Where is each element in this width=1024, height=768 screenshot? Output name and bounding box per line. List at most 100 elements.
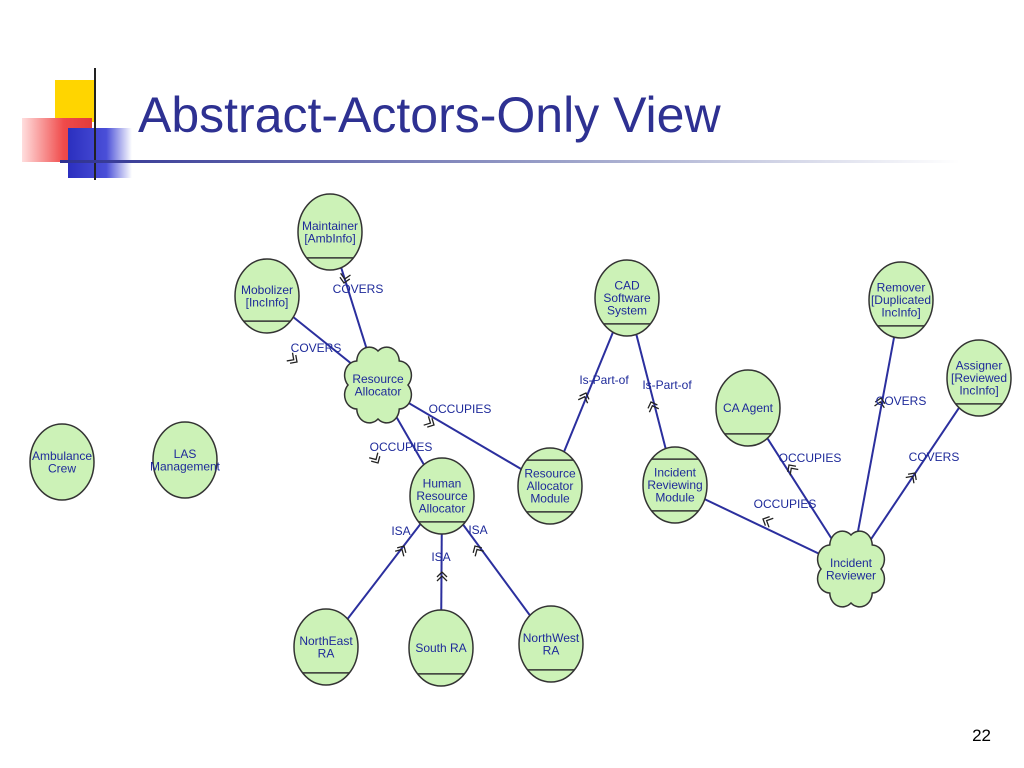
agent-cloud-shape	[816, 530, 886, 608]
node-label: Maintainer	[302, 219, 358, 233]
edge-label: COVERS	[909, 450, 960, 464]
actor-circle-shape	[642, 446, 708, 524]
edge-label: COVERS	[333, 282, 384, 296]
edge-label: COVERS	[876, 394, 927, 408]
actor-circle-shape	[297, 193, 363, 271]
node-label: Software	[603, 291, 651, 305]
edge-arrow-icon	[874, 397, 886, 409]
node-label: South RA	[415, 641, 466, 655]
edge-arrow-icon	[436, 571, 448, 582]
node-label: Reviewing	[647, 478, 702, 492]
deco-blue-square	[68, 128, 132, 178]
node-label: RA	[543, 643, 560, 657]
node-label: Allocator	[419, 502, 466, 516]
node-label: Resource	[352, 372, 404, 386]
page-number: 22	[972, 726, 991, 745]
actor-circle-shape	[715, 369, 781, 447]
node-label: Management	[150, 459, 221, 473]
node-mobolizer[interactable]: Mobolizer[IncInfo]	[234, 258, 300, 334]
node-label: Human	[423, 477, 462, 491]
actor-circle-shape	[946, 339, 1012, 417]
edge-incident_reviewer-to-assigner: COVERS	[850, 377, 980, 570]
node-label: Ambulance	[32, 449, 92, 463]
edge-incident_reviewer-to-remover: COVERS	[850, 299, 927, 570]
deco-yellow-square	[55, 80, 95, 122]
node-label: Remover	[877, 281, 926, 295]
edge-arrow-icon	[472, 545, 484, 557]
node-label: RA	[318, 646, 335, 660]
actor-circle-shape	[594, 259, 660, 337]
edge-label: Is-Part-of	[642, 378, 692, 392]
node-label: [AmbInfo]	[304, 231, 355, 245]
slide-title: Abstract-Actors-Only View	[138, 87, 721, 143]
actor-circle-shape	[29, 423, 95, 501]
node-label: [IncInfo]	[246, 295, 289, 309]
actor-circle-shape	[152, 421, 218, 499]
actor-circle-shape	[293, 608, 359, 686]
node-label: Allocator	[355, 384, 402, 398]
node-label: Incident	[830, 556, 873, 570]
edge-arrow-icon	[369, 452, 381, 464]
edge-arrow-icon	[647, 401, 660, 413]
node-label: Incident	[654, 466, 697, 480]
nodes-layer: Maintainer[AmbInfo]Mobolizer[IncInfo]Res…	[29, 193, 1012, 687]
node-label: NorthWest	[523, 631, 580, 645]
edge-arrow-icon	[423, 416, 435, 428]
edge-arrow-icon	[787, 464, 799, 476]
edge-label: OCCUPIES	[779, 451, 842, 465]
node-label: Resource	[416, 489, 468, 503]
title-underline	[60, 160, 960, 163]
node-label: System	[607, 304, 647, 318]
edge-arrow-icon	[762, 515, 774, 528]
node-label: Module	[530, 492, 570, 506]
edge-arrow-icon	[339, 272, 351, 284]
deco-vertical-line	[94, 68, 96, 180]
node-label: Mobolizer	[241, 283, 293, 297]
node-label: Crew	[48, 461, 76, 475]
agent-cloud-shape	[343, 346, 413, 424]
node-maintainer[interactable]: Maintainer[AmbInfo]	[297, 193, 363, 271]
node-label: Reviewer	[826, 568, 876, 582]
edge-label: OCCUPIES	[754, 497, 817, 511]
actor-circle-shape	[517, 447, 583, 525]
node-label: NorthEast	[299, 634, 353, 648]
node-label: Resource	[524, 467, 576, 481]
node-ca-agent[interactable]: CA Agent	[715, 369, 781, 447]
node-label: Assigner	[956, 359, 1003, 373]
edge-label: ISA	[468, 523, 487, 537]
edge-label: ISA	[431, 550, 450, 564]
node-south-ra[interactable]: South RA	[408, 609, 474, 687]
node-label: [Reviewed	[951, 371, 1007, 385]
edge-label: Is-Part-of	[579, 373, 629, 387]
edge-label: OCCUPIES	[429, 402, 492, 416]
edge-label: COVERS	[291, 341, 342, 355]
edge-arrow-icon	[286, 352, 298, 364]
edge-arrow-icon	[395, 545, 407, 557]
edge-arrow-icon	[577, 392, 590, 404]
node-label: Allocator	[527, 479, 574, 493]
actor-circle-shape	[408, 609, 474, 687]
actor-circle-shape	[868, 261, 934, 339]
edge-label: OCCUPIES	[370, 440, 433, 454]
node-label: IncInfo]	[959, 384, 998, 398]
node-label: [Duplicated	[871, 293, 931, 307]
node-label: IncInfo]	[881, 306, 920, 320]
actor-circle-shape	[409, 457, 475, 535]
actor-circle-shape	[234, 258, 300, 334]
node-label: CA Agent	[723, 401, 774, 415]
node-label: Module	[655, 491, 695, 505]
actor-circle-shape	[518, 605, 584, 683]
